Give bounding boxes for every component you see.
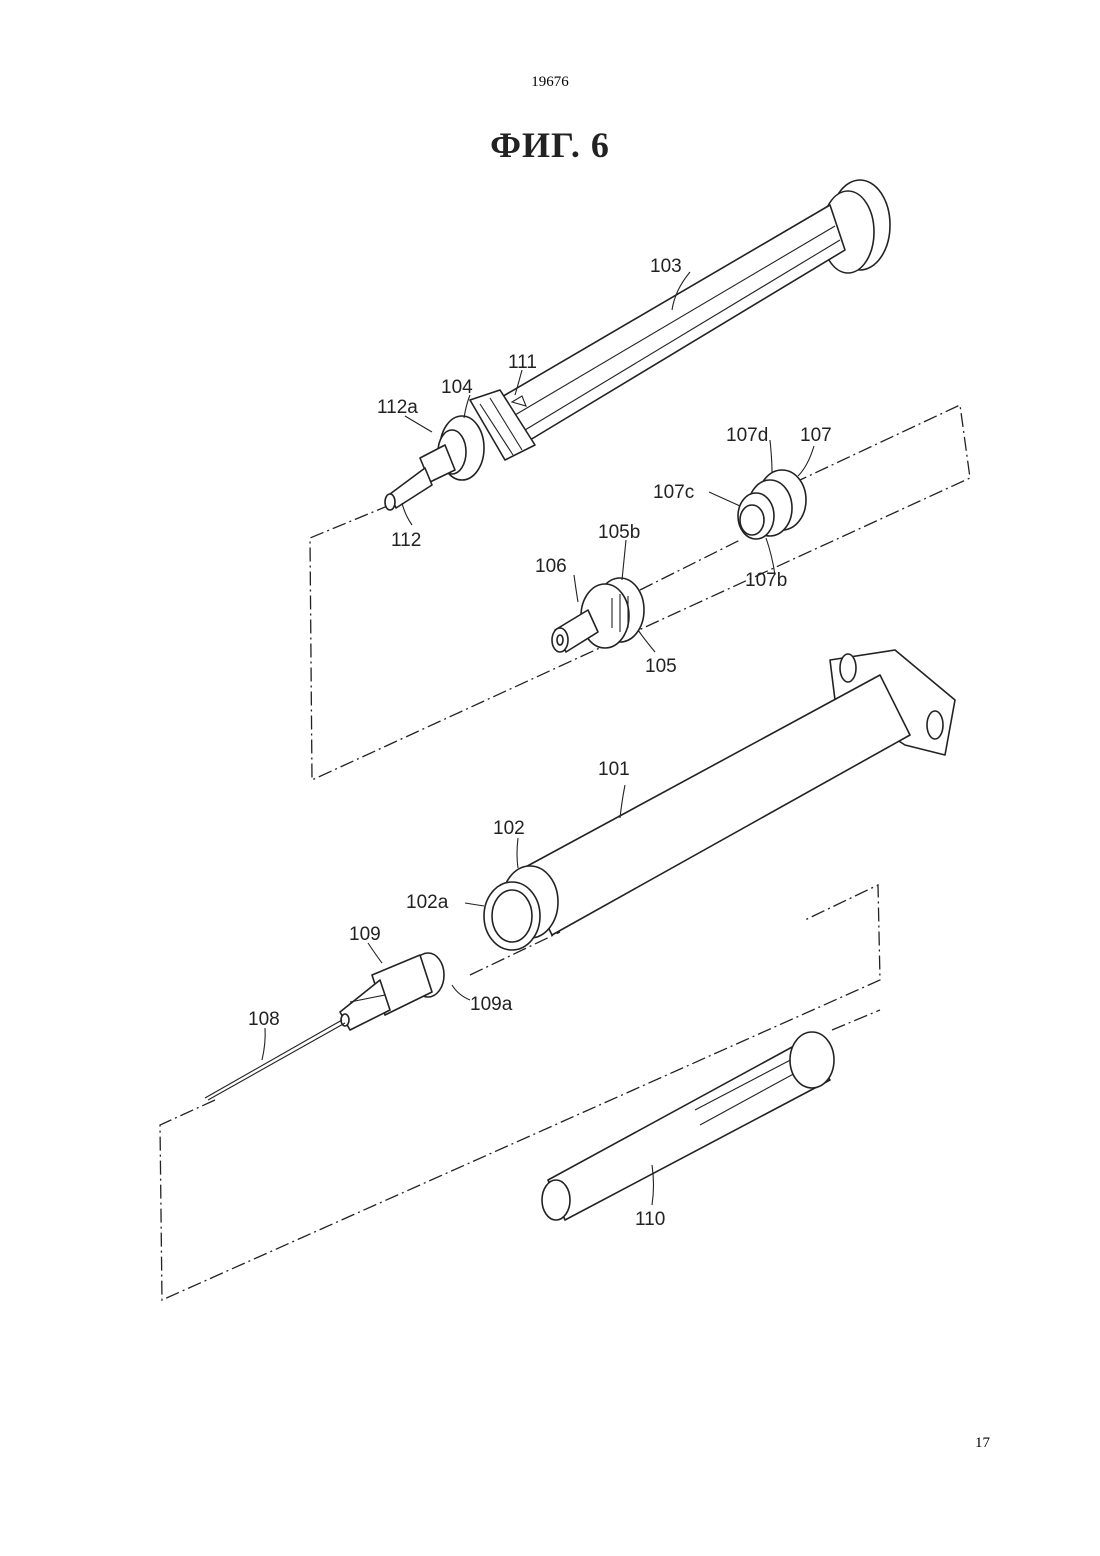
label-107: 107	[800, 425, 832, 446]
label-102: 102	[493, 818, 525, 839]
label-109: 109	[349, 924, 381, 945]
barrel-101	[484, 650, 955, 950]
label-107c: 107c	[653, 482, 694, 503]
plunger-103	[385, 180, 890, 510]
label-105b: 105b	[598, 522, 640, 543]
label-106: 106	[535, 556, 567, 577]
label-104: 104	[441, 377, 473, 398]
label-111: 111	[508, 352, 537, 373]
label-107b: 107b	[745, 570, 787, 591]
label-110: 110	[635, 1209, 665, 1230]
label-108: 108	[248, 1009, 280, 1030]
label-107d: 107d	[726, 425, 768, 446]
label-103: 103	[650, 256, 682, 277]
label-102a: 102a	[406, 892, 449, 913]
gasket-107	[738, 470, 806, 539]
label-101: 101	[598, 759, 630, 780]
label-112a: 112a	[377, 397, 418, 418]
needle-assembly-108-109	[205, 953, 444, 1100]
cap-110	[542, 1032, 834, 1220]
label-112: 112	[391, 530, 421, 551]
connector-105	[552, 578, 644, 652]
label-105: 105	[645, 656, 677, 677]
label-109a: 109a	[470, 994, 513, 1015]
